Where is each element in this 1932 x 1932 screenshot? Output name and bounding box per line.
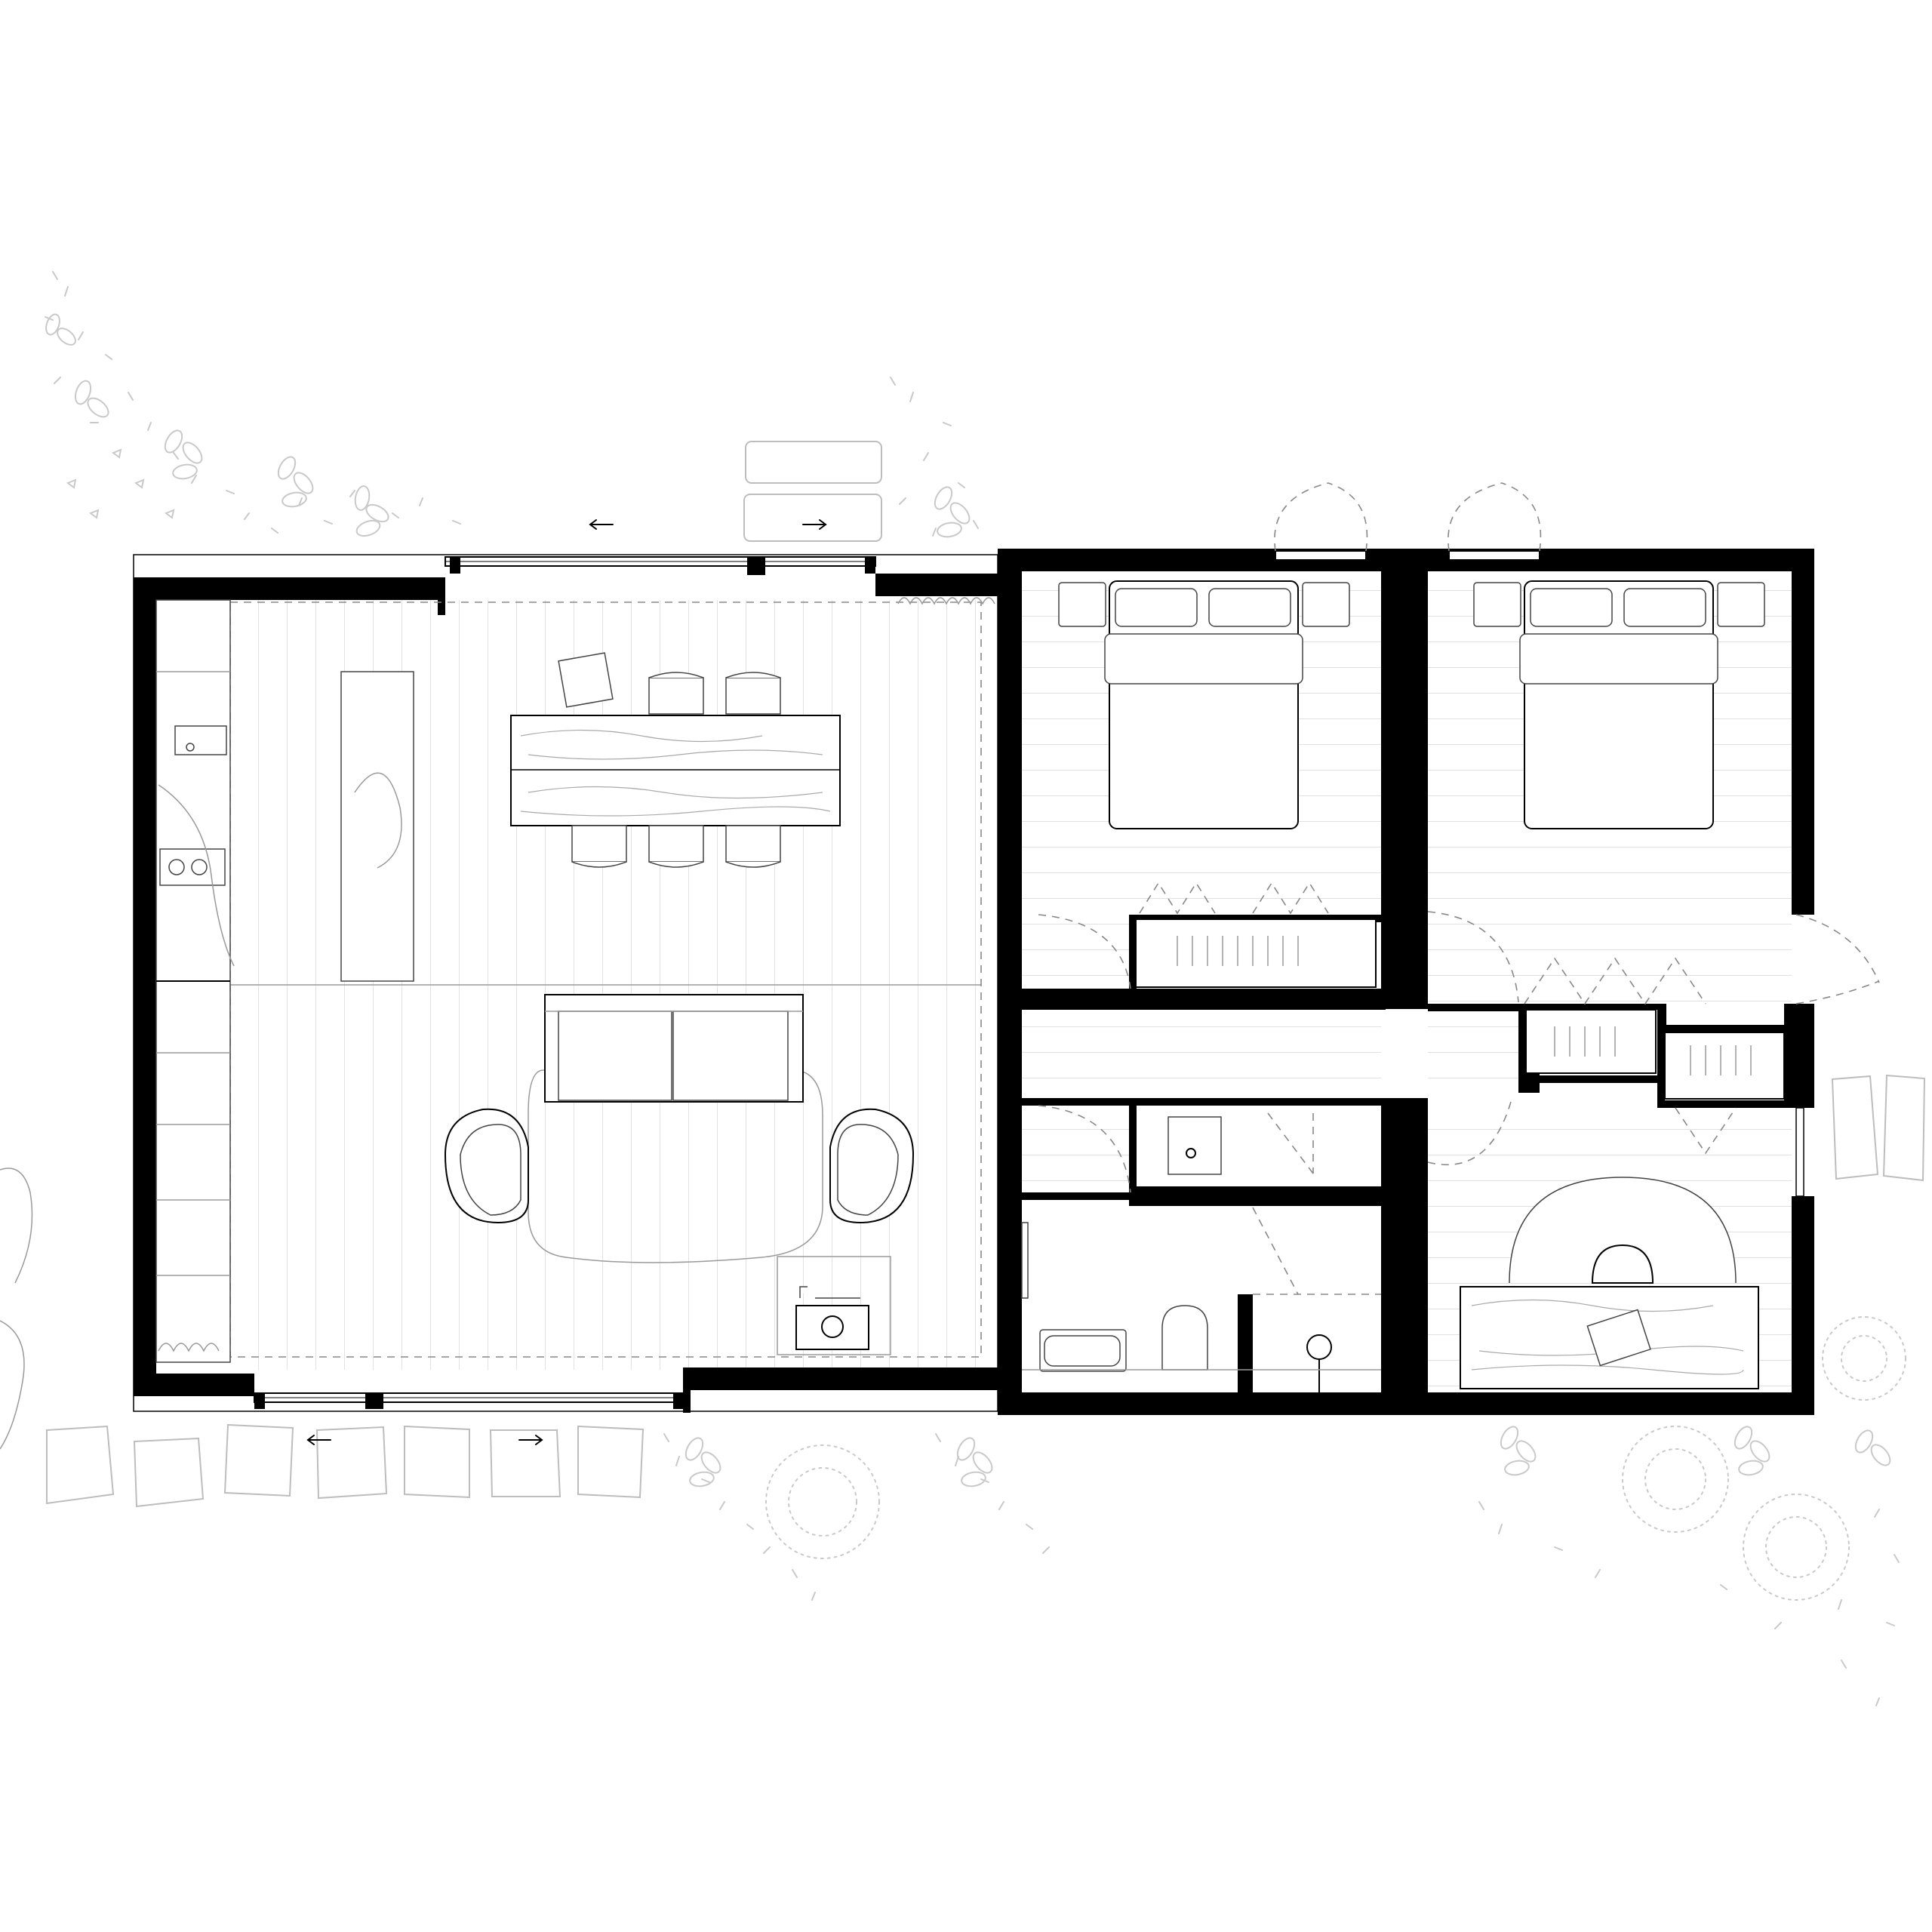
- kitchen-counter: [155, 599, 231, 1363]
- bedroom-1: [1022, 571, 1381, 989]
- dining-chairs: [558, 652, 781, 868]
- sliding-door-top: [445, 556, 876, 575]
- arrow-right-icon: [518, 1435, 543, 1445]
- lounge-chair-left: [444, 1108, 529, 1224]
- study: [1427, 1101, 1804, 1392]
- cooktop: [159, 848, 226, 886]
- arrow-right-icon: [802, 519, 827, 530]
- desk-chair: [1591, 1244, 1654, 1284]
- toilet: [1161, 1305, 1208, 1371]
- hallway: [1022, 1010, 1518, 1098]
- kitchen-island: [340, 671, 414, 982]
- wc-sink: [1168, 1116, 1222, 1175]
- living-kitchen-room: [133, 554, 998, 1413]
- study-rug: [1509, 1177, 1737, 1284]
- kitchen-sink: [174, 725, 227, 755]
- tree-outline: [0, 1168, 33, 1450]
- bedroom-windows-top: [1274, 482, 1542, 561]
- sliding-door-bottom: [254, 1392, 684, 1409]
- lounge-chair-right: [829, 1108, 915, 1224]
- sofa: [544, 994, 804, 1103]
- pavers-top: [743, 441, 882, 542]
- desk: [1460, 1286, 1759, 1389]
- wood-stove: [777, 1256, 891, 1355]
- dining-table: [510, 715, 841, 826]
- garden-bottom: [663, 1316, 1906, 1706]
- private-wing-walls: [998, 549, 1814, 1415]
- arrow-left-icon: [306, 1435, 331, 1445]
- curtain: [897, 597, 995, 605]
- pavers-bottom: [46, 1074, 1926, 1508]
- arrow-left-icon: [589, 519, 614, 530]
- bedroom-2: [1427, 571, 1880, 1100]
- bathtub: [1039, 1329, 1127, 1372]
- shower: [1306, 1334, 1332, 1360]
- double-bed-1: [1058, 580, 1350, 829]
- bathroom: [1021, 1105, 1381, 1392]
- garden-top-left: [45, 271, 979, 538]
- wardrobe-1: [1135, 918, 1377, 988]
- double-bed-2: [1473, 580, 1765, 829]
